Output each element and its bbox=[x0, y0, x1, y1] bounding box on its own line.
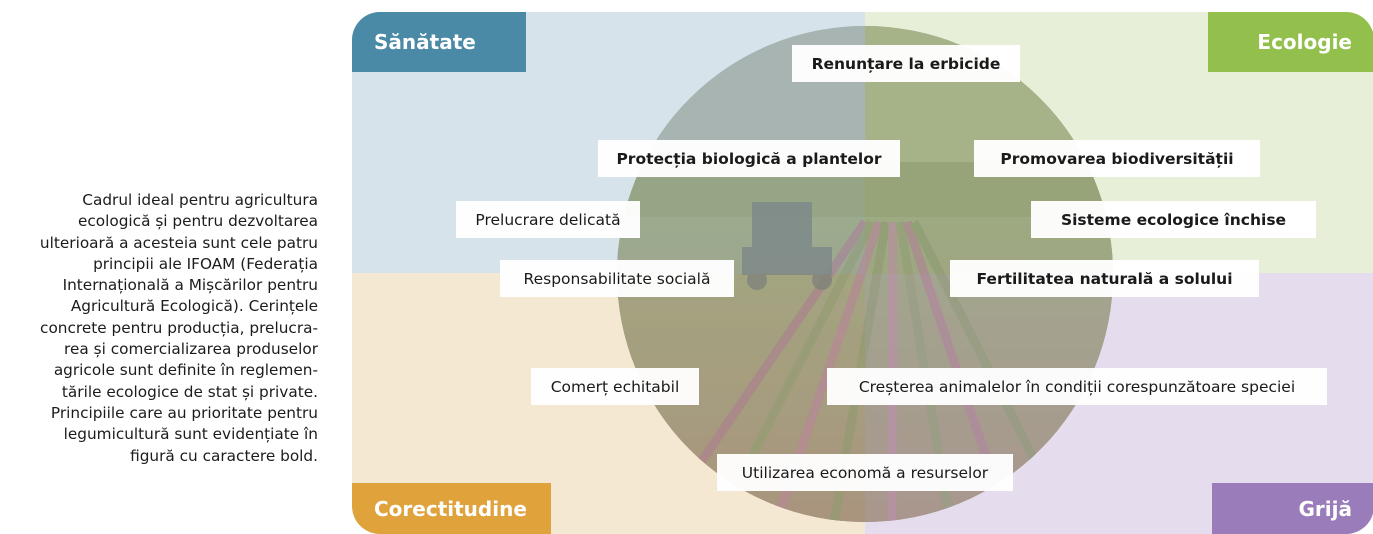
tag-protectia-biologica: Protecția biologică a plantelor bbox=[598, 140, 900, 177]
caption-line: figură cu caractere bold. bbox=[130, 446, 318, 465]
caption-line: Cadrul ideal pentru agricultura bbox=[82, 191, 318, 209]
figure-caption: Cadrul ideal pentru agricultura ecologic… bbox=[6, 190, 318, 467]
tag-promovarea-biodiversitatii: Promovarea biodiversității bbox=[974, 140, 1260, 177]
caption-line: Agricultură Ecologică). Cerințele bbox=[70, 297, 318, 316]
principle-fairness: Corectitudine bbox=[352, 483, 551, 534]
principle-care: Grijă bbox=[1212, 483, 1373, 534]
caption-line: Principiile care au prioritate pentru bbox=[50, 403, 318, 422]
tag-prelucrare-delicata: Prelucrare delicată bbox=[456, 201, 640, 238]
principle-ecology: Ecologie bbox=[1208, 12, 1373, 72]
tag-sisteme-ecologice: Sisteme ecologice închise bbox=[1031, 201, 1316, 238]
tag-comert-echitabil: Comerț echitabil bbox=[531, 368, 699, 405]
caption-line: agricole sunt definite în reglemen- bbox=[53, 361, 318, 380]
tag-responsabilitate-sociala: Responsabilitate socială bbox=[500, 260, 734, 297]
caption-line: Internațională a Mișcărilor pentru bbox=[62, 276, 318, 295]
tag-renuntare-erbicide: Renunțare la erbicide bbox=[792, 45, 1020, 82]
caption-line: rea și comercializarea produselor bbox=[64, 340, 318, 359]
caption-line: legumicultură sunt evidențiate în bbox=[63, 425, 318, 444]
ifoam-principles-figure: Sănătate Ecologie Corectitudine Grijă Re… bbox=[352, 12, 1373, 534]
caption-line: concrete pentru producția, prelucra- bbox=[40, 318, 318, 337]
principle-health: Sănătate bbox=[352, 12, 526, 72]
caption-line: ulterioară a acesteia sunt cele patru bbox=[39, 233, 318, 252]
tag-utilizarea-resurselor: Utilizarea economă a resurselor bbox=[717, 454, 1013, 491]
tag-cresterea-animalelor: Creșterea animalelor în condiții corespu… bbox=[827, 368, 1327, 405]
caption-line: principii ale IFOAM (Federația bbox=[93, 254, 318, 273]
caption-line: ecologică și pentru dezvoltarea bbox=[77, 212, 318, 231]
tag-fertilitatea-solului: Fertilitatea naturală a solului bbox=[950, 260, 1259, 297]
caption-line: tările ecologice de stat și private. bbox=[61, 382, 318, 401]
